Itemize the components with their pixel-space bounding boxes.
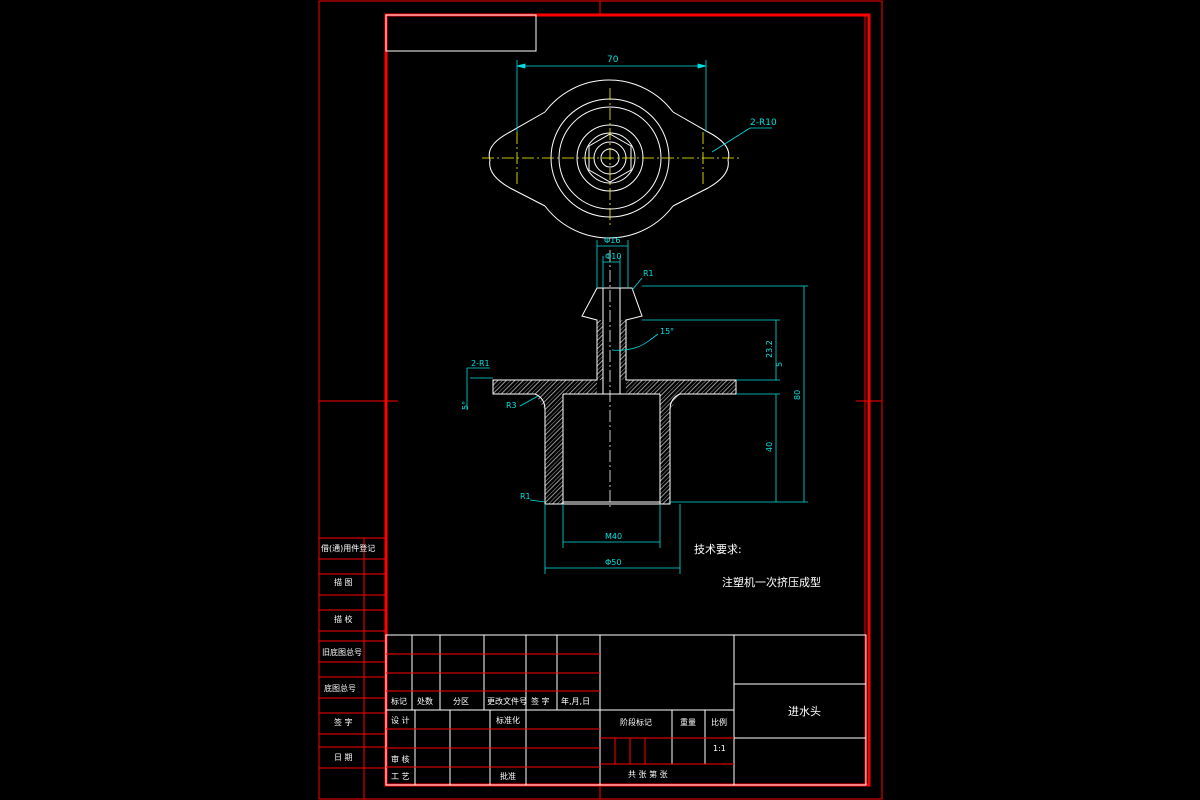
dim-phi50: Φ50: [605, 558, 621, 567]
notes-line-1: 注塑机一次挤压成型: [722, 575, 821, 589]
side-table-row-5: 签 字: [334, 717, 353, 727]
title-header-5: 年,月,日: [561, 696, 590, 706]
title-block-red-lines: [386, 653, 734, 768]
section-dimensions: [466, 240, 808, 574]
top-view-centerlines: [482, 88, 740, 228]
title-header-0: 标记: [391, 696, 407, 706]
notes-heading: 技术要求:: [694, 543, 742, 556]
dim-40: 40: [765, 442, 774, 452]
title-scale-label: 比例: [711, 717, 727, 727]
title-weight: 重量: [680, 717, 696, 727]
side-table-row-3: 旧底图总号: [322, 647, 362, 657]
title-header-2: 分区: [453, 697, 469, 706]
title-sheets: 共 张 第 张: [628, 769, 668, 779]
title-scale-value: 1:1: [713, 744, 726, 753]
dim-top-radius: 2-R10: [750, 118, 777, 128]
title-stage-mark: 阶段标记: [620, 717, 652, 727]
dim-80: 80: [793, 390, 802, 400]
dim-5: 5: [775, 362, 784, 367]
dim-phi16: Φ16: [604, 236, 620, 245]
dim-m40: M40: [605, 532, 622, 541]
side-table-row-6: 日 期: [334, 753, 353, 762]
side-table-row-4: 底图总号: [324, 683, 356, 693]
title-header-1: 处数: [417, 696, 433, 706]
top-view-dimensions: [516, 60, 772, 153]
dim-angle5: 5°: [461, 401, 470, 410]
dim-phi10: Φ10: [605, 252, 621, 261]
code-box: [385, 14, 537, 52]
dim-r3: R3: [506, 401, 517, 410]
side-table-row-1: 描 图: [334, 577, 353, 587]
side-table-row-0: 借(通)用件登记: [321, 543, 375, 553]
title-standardize: 标准化: [496, 715, 520, 725]
dim-top-width: 70: [607, 55, 619, 65]
dim-angle15: 15°: [660, 327, 674, 336]
title-part-name: 进水头: [788, 705, 821, 718]
sheet-border: [318, 0, 883, 800]
side-table: [319, 537, 386, 799]
side-table-row-2: 描 校: [334, 614, 353, 624]
title-header-3: 更改文件号: [487, 696, 527, 706]
title-review: 审 核: [391, 754, 410, 764]
title-approve: 批准: [500, 771, 516, 781]
dim-r1-bottom: R1: [520, 492, 531, 501]
dim-2-r1: 2-R1: [471, 359, 490, 368]
dim-23-2: 23.2: [765, 340, 774, 358]
drawing-frame-inner: [864, 14, 870, 786]
title-header-4: 签 字: [531, 696, 550, 706]
title-process: 工 艺: [391, 772, 410, 781]
title-design: 设 计: [391, 715, 410, 725]
dim-r1-top: R1: [643, 269, 654, 278]
